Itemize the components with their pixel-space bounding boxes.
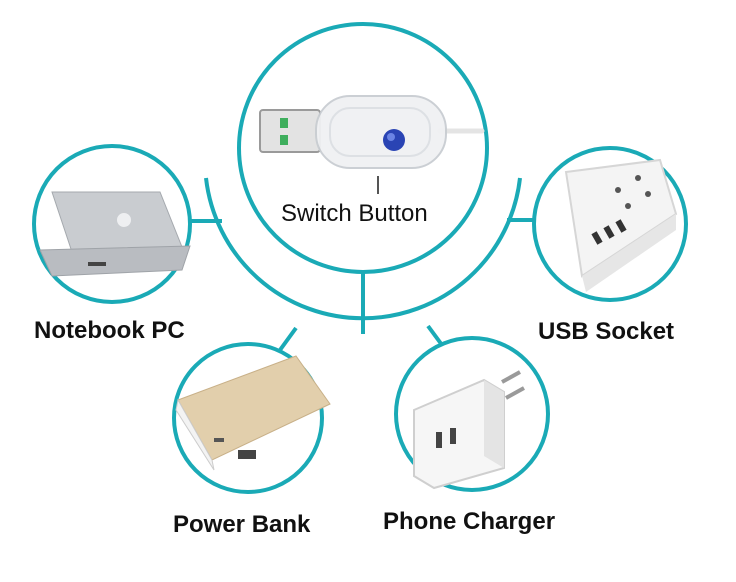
- switch-button-label: Switch Button: [281, 200, 428, 227]
- power-bank-icon: [175, 355, 331, 471]
- power-bank-label: Power Bank: [173, 511, 311, 538]
- power-strip-icon: [564, 158, 678, 292]
- notebook-pc-label: Notebook PC: [34, 317, 185, 344]
- connector-power-bank: [278, 326, 298, 352]
- laptop-icon: [39, 191, 191, 277]
- connector-phone-charger: [426, 324, 444, 347]
- phone-charger-label: Phone Charger: [383, 508, 556, 535]
- charger-icon: [413, 370, 525, 490]
- usb-socket-label: USB Socket: [538, 318, 675, 345]
- usb-plug-icon: [259, 95, 485, 169]
